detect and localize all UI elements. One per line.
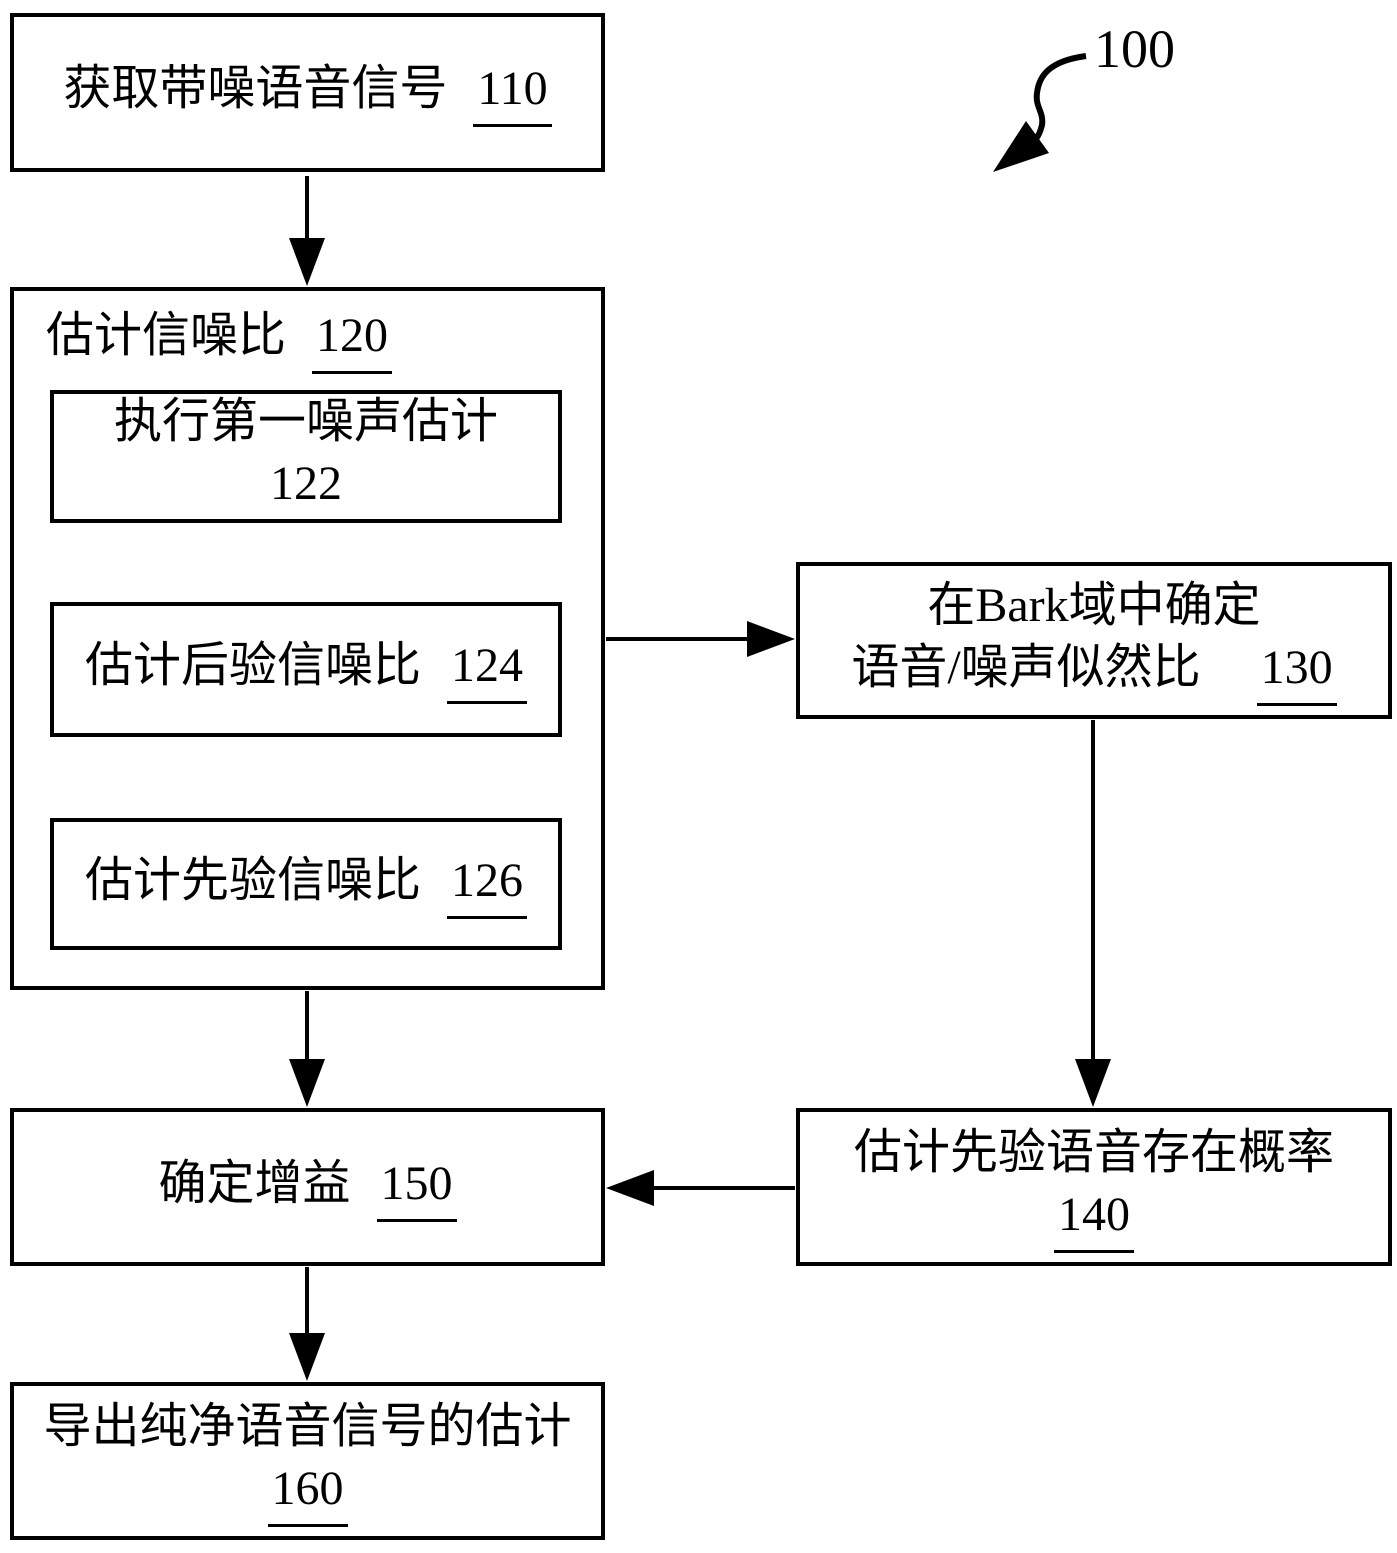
node-derive-clean-speech-estimate: 导出纯净语音信号的估计 160: [10, 1382, 605, 1540]
node-122-label: 执行第一噪声估计: [113, 395, 498, 448]
node-124-number: 124: [447, 635, 527, 704]
node-estimate-prior-snr: 估计先验信噪比 126: [50, 818, 562, 950]
node-126-number: 126: [447, 850, 527, 919]
node-130-label-line2: 语音/噪声似然比: [851, 641, 1201, 694]
node-160-number-row: 160: [267, 1458, 348, 1527]
node-estimate-posterior-snr: 估计后验信噪比 124: [50, 602, 562, 737]
node-122-row: 执行第一噪声估计: [114, 391, 498, 453]
node-perform-first-noise-estimation: 执行第一噪声估计 122: [50, 390, 562, 523]
arrow-120-to-150: [289, 991, 325, 1107]
node-126-row: 估计先验信噪比 126: [85, 850, 527, 919]
arrow-110-to-120: [289, 176, 325, 286]
figure-number: 100: [1094, 19, 1175, 79]
node-estimate-prior-speech-presence-probability: 估计先验语音存在概率 140: [796, 1108, 1392, 1266]
node-130-row1: 在Bark域中确定: [927, 575, 1260, 637]
node-130-number: 130: [1256, 637, 1337, 706]
figure-label-pointer-arrow: [993, 53, 1087, 172]
node-124-label: 估计后验信噪比: [84, 639, 421, 692]
node-140-row: 估计先验语音存在概率: [854, 1122, 1334, 1184]
node-122-number: 122: [266, 453, 346, 522]
node-determine-gain: 确定增益 150: [10, 1108, 605, 1266]
node-120-row: 估计信噪比 120: [46, 305, 393, 374]
node-acquire-noisy-speech-signal: 获取带噪语音信号 110: [10, 13, 605, 172]
arrow-130-to-140: [1075, 720, 1111, 1107]
node-140-label: 估计先验语音存在概率: [853, 1125, 1334, 1179]
node-124-row: 估计后验信噪比 124: [85, 635, 527, 704]
node-120-number: 120: [312, 305, 393, 374]
arrow-150-to-160: [289, 1267, 325, 1381]
node-150-label: 确定增益: [158, 1156, 351, 1210]
arrow-140-to-150: [606, 1170, 795, 1206]
node-130-label-line1: 在Bark域中确定: [927, 579, 1261, 632]
node-110-row: 获取带噪语音信号 110: [63, 58, 552, 127]
node-120-label: 估计信噪比: [46, 309, 287, 362]
node-150-number: 150: [376, 1153, 457, 1222]
node-150-row: 确定增益 150: [158, 1153, 457, 1222]
node-140-number-row: 140: [1054, 1184, 1134, 1253]
node-110-number: 110: [473, 58, 552, 127]
node-140-number: 140: [1054, 1184, 1134, 1253]
node-160-label: 导出纯净语音信号的估计: [43, 1399, 572, 1453]
node-160-number: 160: [267, 1458, 348, 1527]
node-126-label: 估计先验信噪比: [84, 853, 421, 907]
figure-number-label: 100: [1094, 22, 1175, 76]
arrow-120-to-130: [606, 621, 795, 657]
node-determine-likelihood-ratio-bark-domain: 在Bark域中确定 语音/噪声似然比 130: [796, 562, 1392, 719]
node-160-row: 导出纯净语音信号的估计: [43, 1396, 571, 1458]
node-130-row2: 语音/噪声似然比 130: [851, 637, 1337, 706]
node-122-number-row: 122: [266, 453, 346, 522]
node-110-label: 获取带噪语音信号: [63, 62, 448, 115]
